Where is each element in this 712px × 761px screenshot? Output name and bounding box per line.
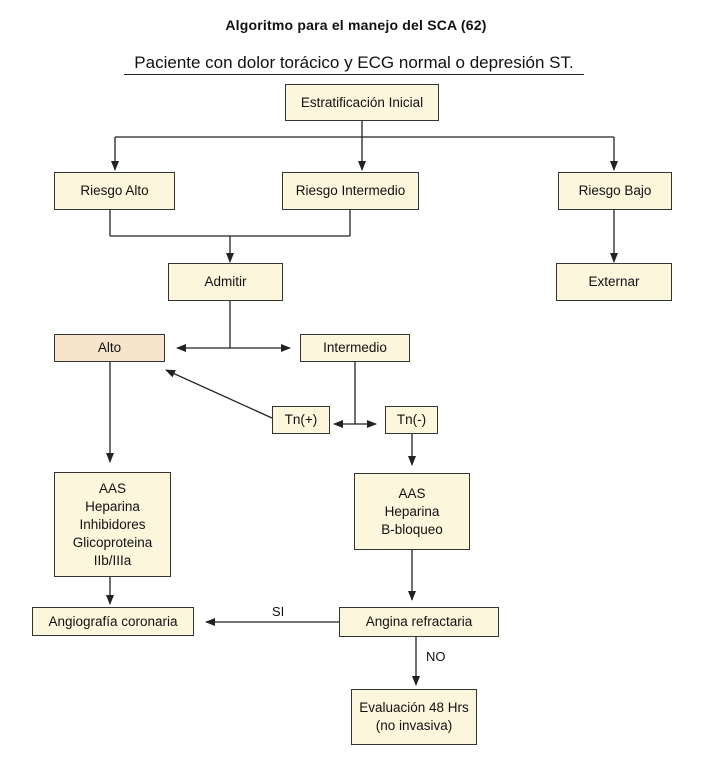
node-evaluacion-48hrs: Evaluación 48 Hrs (no invasiva) [351,689,477,745]
node-tratamiento-intermedio: AAS Heparina B-bloqueo [354,473,470,550]
node-intermedio: Intermedio [300,334,410,362]
node-externar: Externar [556,263,672,301]
node-estratificacion-inicial: Estratificación Inicial [285,84,439,121]
diagram-title: Algoritmo para el manejo del SCA (62) [225,17,487,33]
node-admitir: Admitir [168,263,283,301]
node-angina-refractaria: Angina refractaria [339,607,499,637]
node-riesgo-bajo: Riesgo Bajo [558,172,672,210]
diagram-subtitle: Paciente con dolor torácico y ECG normal… [124,53,584,75]
edge-tn-pos-to-alto [165,369,273,419]
node-tn-positivo: Tn(+) [272,406,330,434]
edge-label-si: SI [272,604,285,619]
node-riesgo-intermedio: Riesgo Intermedio [282,172,419,210]
edge-label-no: NO [426,649,446,664]
node-riesgo-alto: Riesgo Alto [54,172,175,210]
node-angiografia-coronaria: Angiografía coronaria [32,607,194,636]
node-alto: Alto [54,334,165,362]
node-tn-negativo: Tn(-) [385,406,438,434]
node-tratamiento-alto: AAS Heparina Inhibidores Glicoproteina I… [54,472,171,577]
